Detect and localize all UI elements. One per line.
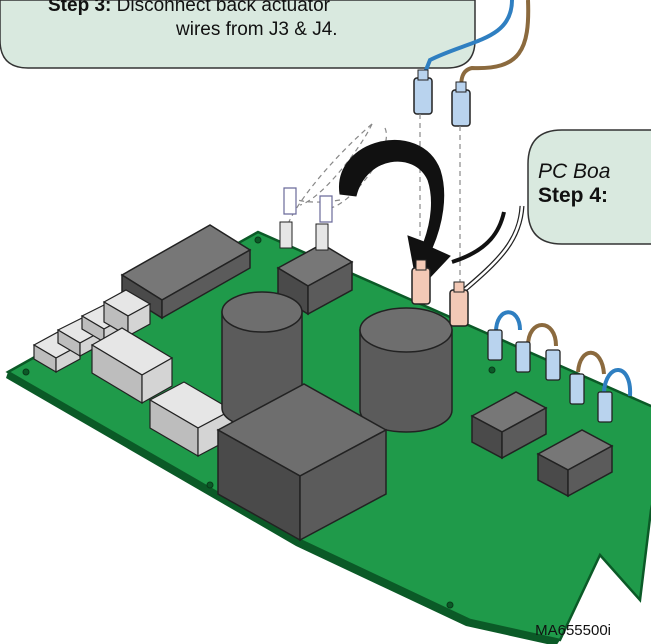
mount-holes bbox=[22, 236, 496, 609]
relay-block-right-1 bbox=[470, 391, 548, 460]
wire-loop-blue-2 bbox=[602, 368, 633, 397]
connector-top-left bbox=[413, 69, 433, 115]
relay-block-large bbox=[120, 224, 252, 320]
figure-id: MA655500i bbox=[535, 622, 611, 639]
step3-line1: Disconnect back actuator bbox=[116, 0, 330, 16]
callout-step3-box bbox=[0, 0, 476, 69]
capacitor-right bbox=[359, 307, 453, 433]
connectors-blue-right bbox=[487, 329, 613, 423]
terminal-block-gray-large bbox=[90, 327, 174, 405]
wire-brown-top bbox=[459, 0, 531, 93]
wire-white-inner bbox=[461, 205, 524, 293]
connector-top-right bbox=[451, 81, 471, 127]
wire-loop-blue-1 bbox=[494, 310, 522, 333]
wire-blue-top bbox=[420, 0, 514, 81]
wire-white bbox=[460, 205, 525, 294]
relay-block-small-top bbox=[276, 243, 354, 316]
callout-step3-text: Step 3: Disconnect back actuator wires f… bbox=[48, 0, 338, 40]
connector-pink-right bbox=[449, 281, 469, 327]
terminal-block-gray-lower bbox=[148, 381, 234, 458]
relay-block-right-2 bbox=[536, 429, 614, 498]
connector-pink-left bbox=[411, 259, 431, 305]
step4-label: Step 4: bbox=[538, 184, 609, 207]
callout-step4-text: PC Boa Step 4: bbox=[538, 160, 610, 208]
pins-left-terminals bbox=[279, 187, 333, 251]
transformer-block bbox=[216, 383, 388, 542]
step3-label: Step 3: bbox=[48, 0, 112, 16]
step3-line2: wires from J3 & J4. bbox=[176, 19, 338, 40]
curved-arrow bbox=[339, 139, 451, 292]
wire-loop-brown-2 bbox=[576, 350, 606, 375]
wire-black bbox=[451, 211, 506, 264]
callout-step4-box bbox=[527, 129, 651, 245]
step4-title: PC Boa bbox=[538, 160, 611, 183]
wire-loop-brown-1 bbox=[526, 323, 558, 347]
